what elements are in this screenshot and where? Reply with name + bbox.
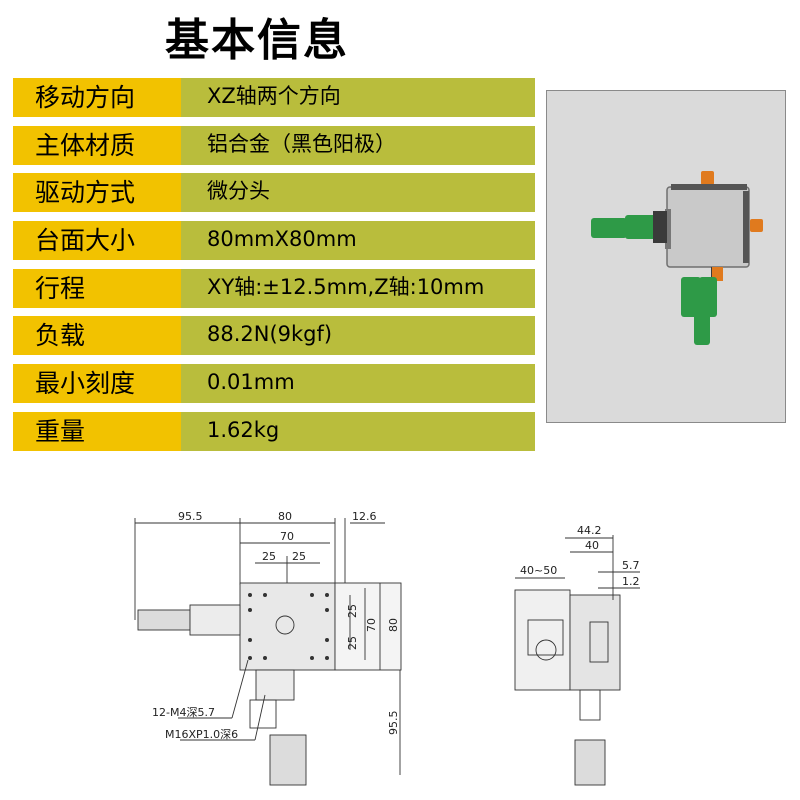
spec-row: 移动方向 XZ轴两个方向: [13, 78, 535, 117]
spec-row: 重量 1.62kg: [13, 411, 535, 451]
spec-value: XY轴:±12.5mm,Z轴:10mm: [181, 268, 535, 308]
dim-label: 40~50: [520, 564, 557, 577]
dim-label: 1.2: [622, 575, 640, 588]
dim-label: 25: [346, 636, 359, 650]
spec-table: 移动方向 XZ轴两个方向 主体材质 铝合金（黑色阳极） 驱动方式 微分头 台面大…: [13, 78, 535, 460]
micrometer: [681, 277, 701, 317]
spec-row: 最小刻度 0.01mm: [13, 364, 535, 404]
dim-label: 25: [262, 550, 276, 563]
stage-edge: [743, 191, 749, 263]
dim-label: 70: [365, 618, 378, 632]
spec-value: 铝合金（黑色阳极）: [181, 125, 535, 165]
spec-value: 80mmX80mm: [181, 221, 535, 261]
spec-label: 负载: [13, 316, 181, 356]
spec-value: 88.2N(9kgf): [181, 316, 535, 356]
spec-label: 移动方向: [13, 78, 181, 117]
spec-value: 微分头: [181, 173, 535, 213]
dim-label: 95.5: [387, 711, 400, 736]
dim-label: 25: [346, 604, 359, 618]
micrometer: [694, 313, 710, 345]
stage-render: [591, 171, 763, 345]
spec-row: 台面大小 80mmX80mm: [13, 221, 535, 261]
dim-label: 40: [585, 539, 599, 552]
dim-label: 12.6: [352, 510, 377, 523]
adjust-knob: [701, 171, 714, 185]
stage-edge: [665, 209, 671, 249]
stage-body: [666, 186, 750, 268]
spec-row: 主体材质 铝合金（黑色阳极）: [13, 125, 535, 165]
spec-row: 驱动方式 微分头: [13, 173, 535, 213]
spec-label: 行程: [13, 268, 181, 308]
dim-label: 25: [292, 550, 306, 563]
spec-value: 0.01mm: [181, 364, 535, 404]
micrometer: [699, 277, 717, 317]
spec-label: 驱动方式: [13, 173, 181, 213]
spec-label: 主体材质: [13, 125, 181, 165]
technical-drawing: 95.5 80 12.6 70 25 25 25 25 70 80 95.5 1…: [134, 510, 640, 786]
micrometer: [591, 218, 627, 238]
spec-row: 负载 88.2N(9kgf): [13, 316, 535, 356]
spec-row: 行程 XY轴:±12.5mm,Z轴:10mm: [13, 268, 535, 308]
spec-label: 重量: [13, 411, 181, 451]
dim-label: 80: [387, 618, 400, 632]
stage-edge: [671, 184, 747, 190]
spec-value: 1.62kg: [181, 411, 535, 451]
dim-label: 44.2: [577, 524, 602, 537]
dim-label: 80: [278, 510, 292, 523]
note-thread: 12-M4深5.7: [152, 706, 215, 719]
spec-value: XZ轴两个方向: [181, 78, 535, 117]
adjust-knob: [712, 267, 723, 281]
page-title: 基本信息: [165, 15, 349, 66]
spec-label: 台面大小: [13, 221, 181, 261]
note-thread: M16XP1.0深6: [165, 728, 238, 741]
product-photo: [546, 90, 786, 423]
adjust-knob: [750, 219, 763, 232]
dim-label: 95.5: [178, 510, 203, 523]
dim-label: 70: [280, 530, 294, 543]
dim-label: 5.7: [622, 559, 640, 572]
micrometer-mount: [653, 211, 667, 243]
spec-label: 最小刻度: [13, 364, 181, 404]
